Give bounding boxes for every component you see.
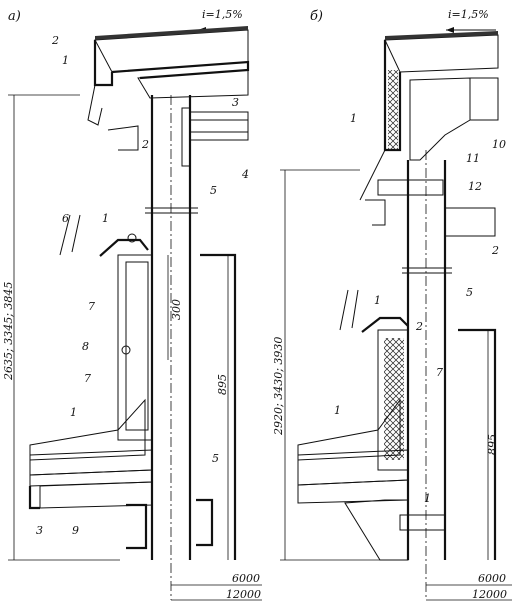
flashing-b xyxy=(361,316,409,333)
dim-a-6000: 6000 xyxy=(232,572,260,585)
lower-beam-b xyxy=(344,499,409,561)
panel-10-b xyxy=(470,77,499,121)
panel-a: а) i=1,5% xyxy=(2,8,262,601)
callout-a-1-mid: 1 xyxy=(102,212,109,225)
callout-b-10: 10 xyxy=(492,138,506,151)
callout-a-6: 6 xyxy=(62,212,69,225)
dim-b-vertical: 2920; 3430; 3930 xyxy=(272,337,285,436)
callout-a-7-low: 7 xyxy=(84,372,91,385)
panel-a-slope: i=1,5% xyxy=(202,8,243,21)
roof-panel-a xyxy=(137,69,249,99)
plate-12-b xyxy=(377,179,444,196)
callout-b-5: 5 xyxy=(466,286,473,299)
plate-a xyxy=(181,107,191,167)
callout-a-1-low: 1 xyxy=(70,406,77,419)
lower-slab-a xyxy=(29,469,153,487)
mineral-wool-a xyxy=(39,481,153,509)
roof-membrane-a xyxy=(95,26,248,40)
roof-beam-b xyxy=(409,77,471,161)
beam-a xyxy=(189,111,249,141)
dim-a-895: 895 xyxy=(216,374,229,395)
panel-b: б) i=1,5% 2920; 3430; 3930 xyxy=(272,8,512,601)
roof-slab-a xyxy=(111,60,250,80)
dim-a-12000: 12000 xyxy=(226,588,261,601)
gutter-a xyxy=(87,84,103,126)
callout-a-9: 9 xyxy=(72,524,79,537)
callout-a-4: 4 xyxy=(241,168,249,181)
panel-b-slope: i=1,5% xyxy=(448,8,489,21)
dim-a-300: 300 xyxy=(170,299,183,320)
gutter-6-a xyxy=(59,214,81,256)
bolt-a xyxy=(127,233,137,243)
callout-b-12: 12 xyxy=(468,180,482,193)
callout-b-1-top: 1 xyxy=(350,112,357,125)
callout-b-11: 11 xyxy=(466,152,480,165)
callout-b-1-bottom: 1 xyxy=(424,492,431,505)
callout-a-2-mid: 2 xyxy=(141,138,149,151)
wall-insulation-a xyxy=(125,261,149,431)
bolt-a-2 xyxy=(121,345,131,355)
beam-b xyxy=(444,207,496,237)
callout-a-1-top: 1 xyxy=(62,54,69,67)
dim-b-6000: 6000 xyxy=(478,572,506,585)
callout-b-7: 7 xyxy=(436,366,443,379)
dim-a-vertical: 2635; 3345; 3845 xyxy=(2,282,15,381)
callout-a-8: 8 xyxy=(82,340,89,353)
flashing-a xyxy=(99,238,149,257)
wall-panel-a xyxy=(117,254,153,441)
callout-b-2-mid: 2 xyxy=(415,320,423,333)
callout-a-3: 3 xyxy=(232,96,239,109)
bracket-a xyxy=(107,125,139,151)
dim-b-12000: 12000 xyxy=(472,588,507,601)
callout-b-1-low: 1 xyxy=(334,404,341,417)
roof-insulation-b xyxy=(384,34,499,73)
panel-a-title: а) xyxy=(8,9,21,24)
callout-a-7-top: 7 xyxy=(88,300,95,313)
callout-b-1-mid: 1 xyxy=(374,294,381,307)
callout-a-2-top: 2 xyxy=(51,34,59,47)
callout-b-2-top: 2 xyxy=(491,244,499,257)
parapet-a xyxy=(93,40,114,87)
callout-a-3-low: 3 xyxy=(36,524,43,537)
callout-a-5-top: 5 xyxy=(210,184,217,197)
callout-a-5-low: 5 xyxy=(212,452,219,465)
dim-b-895: 895 xyxy=(486,434,499,455)
right-column-a xyxy=(200,253,237,560)
panel-b-title: б) xyxy=(310,9,323,24)
